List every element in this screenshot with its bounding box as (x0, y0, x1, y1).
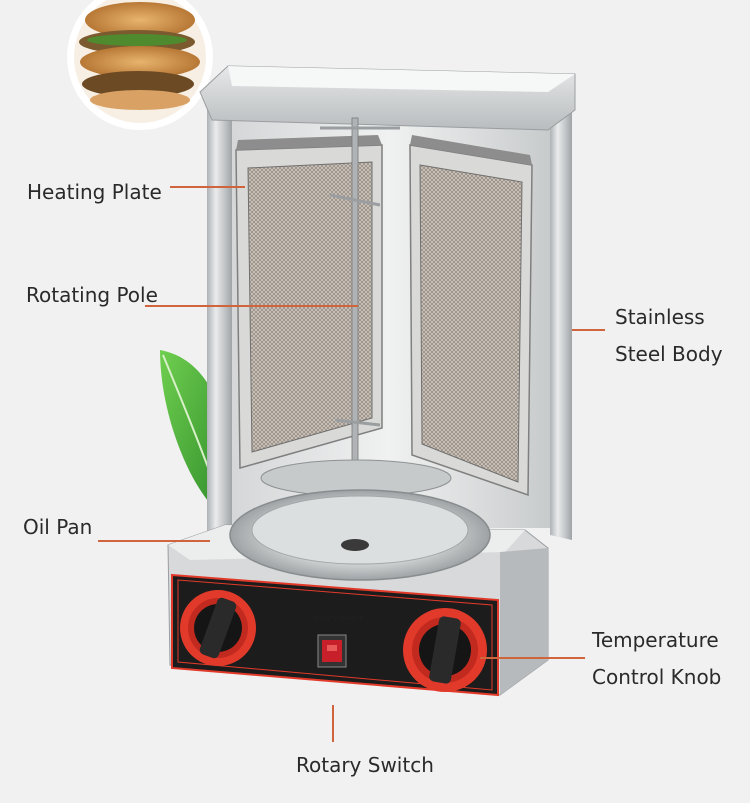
leader-lines (98, 186, 605, 742)
right-side-panel (550, 100, 572, 540)
temperature-label-line2: Control Knob (592, 665, 722, 689)
switch-caption: Rotary Switch (313, 614, 364, 622)
stainless-label-line1: Stainless (615, 305, 705, 329)
rotating-pole-label: Rotating Pole (26, 283, 158, 307)
rotary-switch[interactable] (317, 634, 347, 668)
temperature-knob-left[interactable] (180, 590, 256, 666)
oil-pan-label: Oil Pan (23, 515, 93, 539)
heating-plate-left (235, 135, 383, 469)
left-side-panel (207, 93, 232, 545)
stainless-label-line2: Steel Body (615, 342, 723, 366)
heating-plate-label: Heating Plate (27, 180, 162, 204)
rotary-switch-label: Rotary Switch (296, 753, 434, 777)
temperature-label-line1: Temperature (592, 628, 719, 652)
temperature-knob-right[interactable] (403, 608, 487, 692)
oil-pan (229, 489, 491, 581)
heating-plate-right (409, 135, 533, 497)
food-bubble (67, 0, 213, 130)
